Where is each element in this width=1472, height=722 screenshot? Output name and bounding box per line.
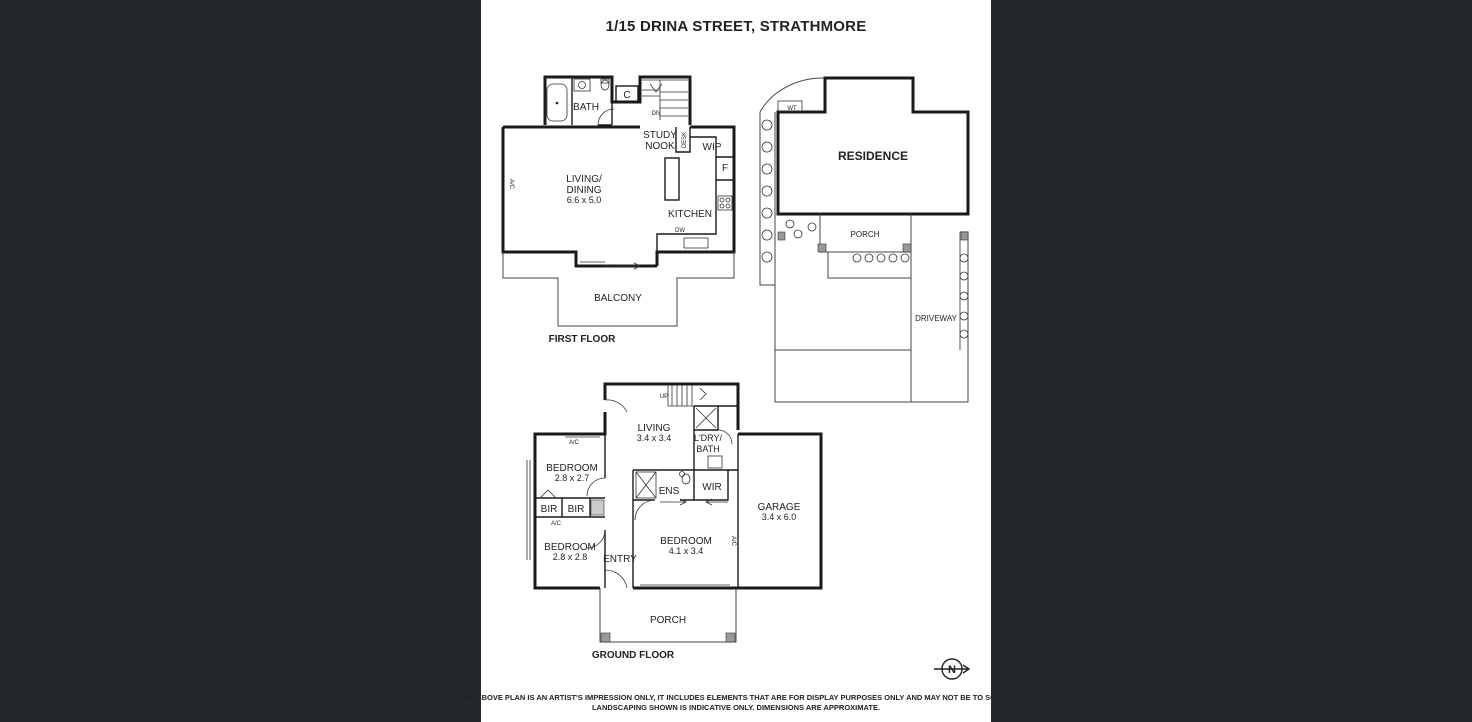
disclaimer-line-1: THE ABOVE PLAN IS AN ARTIST'S IMPRESSION… [459, 693, 1012, 702]
north-label: N [948, 664, 956, 676]
room-ground-porch: PORCH [650, 615, 686, 626]
room-kitchen: KITCHEN [668, 209, 712, 220]
room-bedroom-2: BEDROOM [544, 542, 596, 553]
robe-1: BIR [541, 504, 558, 515]
plan-title: 1/15 DRINA STREET, STRATHMORE [606, 18, 867, 35]
room-ground-living-dimensions: 3.4 x 3.4 [637, 433, 672, 443]
north-arrow: N [934, 658, 971, 680]
room-bedroom-1-dimensions: 2.8 x 2.7 [555, 473, 590, 483]
stairs-down-label: DN [652, 111, 661, 117]
room-ground-living: LIVING [638, 423, 671, 434]
dishwasher-label: DW [675, 228, 685, 234]
ac-label: A/C [508, 179, 514, 190]
room-garage-dimensions: 3.4 x 6.0 [762, 512, 797, 522]
room-bedroom-2-dimensions: 2.8 x 2.8 [553, 552, 588, 562]
room-study-line2: NOOK [645, 141, 675, 152]
room-cupboard: C [623, 90, 630, 101]
room-study-line1: STUDY [643, 130, 677, 141]
room-laundry-line2: BATH [696, 444, 719, 454]
room-laundry-line1: L'DRY/ [694, 433, 723, 443]
disclaimer-line-2: LANDSCAPING SHOWN IS INDICATIVE ONLY. DI… [592, 703, 880, 712]
stairs-up-label: UP [660, 394, 668, 400]
room-living-line1: LIVING/ [566, 174, 602, 185]
residence-label: RESIDENCE [838, 149, 908, 163]
driveway-label: DRIVEWAY [915, 314, 957, 323]
site-porch-label: PORCH [851, 230, 880, 239]
fridge-label: F [722, 163, 728, 174]
ac-label-bed1: A/C [569, 440, 580, 446]
room-wir: WIR [702, 482, 721, 493]
site-plan: WT RESIDENCE PORCH DRIVEWAY [759, 76, 970, 403]
ac-label-bed3: A/C [730, 536, 736, 547]
room-balcony: BALCONY [594, 293, 642, 304]
ac-label-bed2: A/C [551, 521, 562, 527]
water-tank-label: WT [787, 106, 797, 112]
room-bedroom-3: BEDROOM [660, 536, 712, 547]
room-bedroom-1: BEDROOM [546, 463, 598, 474]
room-bath: BATH [573, 102, 599, 113]
room-living-line2: DINING [567, 185, 602, 196]
ground-floor-plan: UP LIVING 3.4 x 3.4 L'DRY/ BATH A/C BEDR… [526, 382, 823, 661]
first-floor-plan: BATH C DN STUDY NOOK DESK WIP F LIVING/ … [501, 75, 736, 345]
room-ensuite: ENS [659, 486, 680, 497]
desk-label: DESK [682, 132, 688, 148]
ground-floor-label: GROUND FLOOR [592, 650, 675, 661]
room-entry: ENTRY [603, 554, 637, 565]
room-living-dimensions: 6.6 x 5.0 [567, 195, 602, 205]
robe-2: BIR [568, 504, 585, 515]
room-garage: GARAGE [758, 502, 801, 513]
room-bedroom-3-dimensions: 4.1 x 3.4 [669, 546, 704, 556]
first-floor-label: FIRST FLOOR [549, 334, 616, 345]
room-wip: WIP [703, 142, 722, 153]
